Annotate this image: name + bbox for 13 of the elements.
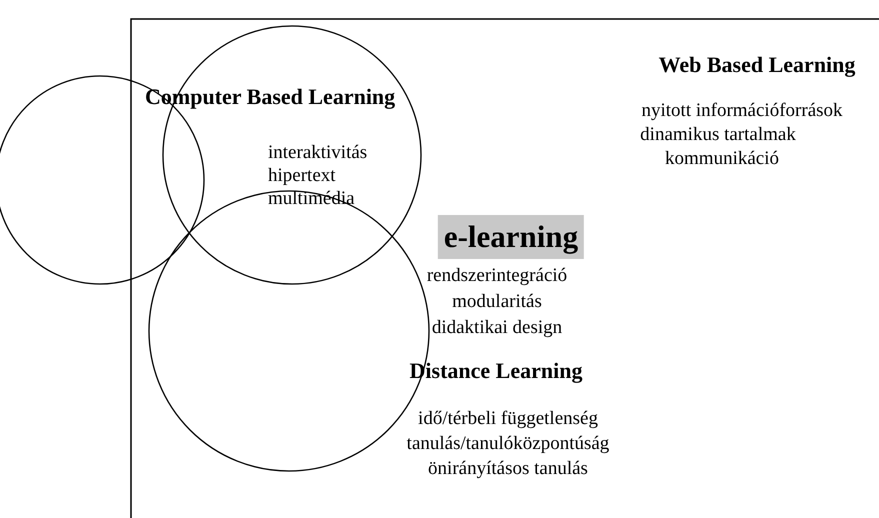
feature-text: modularitás — [452, 291, 542, 313]
feature-text: tanulás/tanulóközpontúság — [406, 433, 610, 455]
feature-text: hipertext — [268, 165, 336, 187]
feature-text: idő/térbeli függetlenség — [418, 408, 598, 430]
feature-text: önirányításos tanulás — [428, 458, 588, 480]
feature-text: dinamikus tartalmak — [640, 124, 796, 146]
feature-text: rendszerintegráció — [426, 265, 568, 287]
highlight-label: e-learning — [438, 215, 584, 259]
group-heading: Web Based Learning — [658, 52, 856, 78]
feature-text: didaktikai design — [432, 317, 562, 339]
feature-text: kommunikáció — [665, 148, 779, 170]
feature-text: nyitott információforrások — [641, 100, 843, 122]
feature-text: interaktivitás — [268, 142, 368, 164]
